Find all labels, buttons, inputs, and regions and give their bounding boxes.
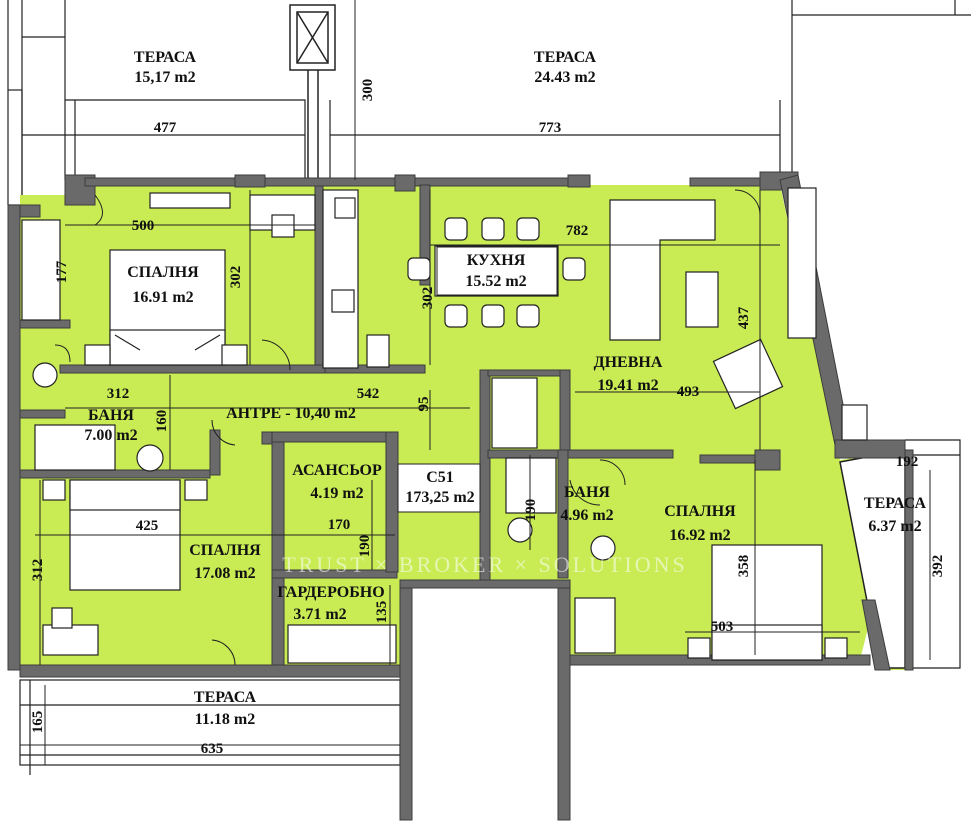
dim-302-a: 302 — [228, 266, 244, 289]
dim-635: 635 — [201, 741, 224, 757]
terrace-right-name: ТЕРАСА — [864, 495, 927, 512]
bedroom-2-area: 17.08 m2 — [194, 565, 255, 582]
terrace-top-left-name: ТЕРАСА — [134, 49, 197, 66]
apartment-floor — [20, 185, 905, 670]
bedroom-3-name: СПАЛНЯ — [664, 503, 736, 520]
dim-177: 177 — [54, 260, 70, 283]
hall-name: АНТРЕ - 10,40 m2 — [226, 405, 356, 422]
dim-782: 782 — [566, 223, 589, 239]
kitchen-area: 15.52 m2 — [465, 273, 526, 290]
bedroom-2-name: СПАЛНЯ — [189, 542, 261, 559]
room-labels: ТЕРАСА 15,17 m2 ТЕРАСА 24.43 m2 СПАЛНЯ 1… — [84, 49, 926, 728]
terrace-bottom-name: ТЕРАСА — [194, 689, 257, 706]
dim-192: 192 — [896, 454, 919, 470]
dim-358: 358 — [736, 555, 752, 578]
bath-1-area: 7.00 m2 — [84, 427, 137, 444]
dim-392: 392 — [930, 555, 946, 578]
furniture — [21, 187, 868, 664]
dim-95: 95 — [416, 397, 432, 412]
dim-477: 477 — [154, 120, 177, 136]
elevator-name: АСАНСЬОР — [292, 462, 382, 479]
bedroom-1-area: 16.91 m2 — [132, 289, 193, 306]
terrace-top-right-name: ТЕРАСА — [534, 49, 597, 66]
dim-425: 425 — [136, 518, 159, 534]
dim-773: 773 — [539, 120, 562, 136]
dimension-lines — [20, 0, 931, 765]
dimension-labels: 300 477 773 500 177 302 782 302 437 312 … — [30, 79, 946, 757]
dim-312-b: 312 — [30, 559, 46, 582]
dim-300: 300 — [360, 79, 376, 102]
dim-503: 503 — [711, 619, 734, 635]
living-name: ДНЕВНА — [594, 354, 663, 371]
apartment-label-box — [397, 463, 481, 513]
terrace-top-left-area: 15,17 m2 — [134, 69, 195, 86]
bath-2-area: 4.96 m2 — [560, 507, 613, 524]
bath-2-name: БАНЯ — [564, 484, 610, 501]
elevator-area: 4.19 m2 — [310, 485, 363, 502]
dim-500: 500 — [132, 218, 155, 234]
wardrobe-name: ГАРДЕРОБНО — [277, 584, 384, 601]
kitchen-name: КУХНЯ — [467, 252, 526, 269]
dim-170: 170 — [328, 517, 351, 533]
apartment-label: С51 — [426, 469, 454, 486]
dim-312-a: 312 — [107, 386, 130, 402]
terrace-top-right-area: 24.43 m2 — [534, 69, 595, 86]
terrace-right-area: 6.37 m2 — [868, 518, 921, 535]
dim-190-a: 190 — [357, 535, 373, 558]
living-area: 19.41 m2 — [597, 377, 658, 394]
wardrobe-area: 3.71 m2 — [293, 606, 346, 623]
bedroom-3-area: 16.92 m2 — [669, 527, 730, 544]
watermark: TRUST × BROKER × SOLUTIONS — [282, 552, 688, 577]
dim-165: 165 — [30, 711, 46, 734]
dim-493: 493 — [677, 384, 700, 400]
terrace-bottom-area: 11.18 m2 — [195, 711, 255, 728]
shaft-icon — [289, 4, 336, 180]
terrace-outlines — [7, 0, 971, 206]
dim-437: 437 — [736, 306, 752, 329]
apartment-area: 173,25 m2 — [405, 489, 474, 506]
watermark-text: TRUST × BROKER × SOLUTIONS — [282, 552, 688, 577]
bedroom-1-name: СПАЛНЯ — [127, 264, 199, 281]
dim-542: 542 — [357, 386, 380, 402]
bath-1-name: БАНЯ — [88, 407, 134, 424]
dim-302-b: 302 — [420, 287, 436, 310]
dim-190-b: 190 — [523, 499, 539, 522]
doors — [54, 189, 761, 666]
kitchen-label-box — [436, 246, 558, 296]
dim-135: 135 — [374, 601, 390, 624]
dim-160: 160 — [154, 410, 170, 433]
